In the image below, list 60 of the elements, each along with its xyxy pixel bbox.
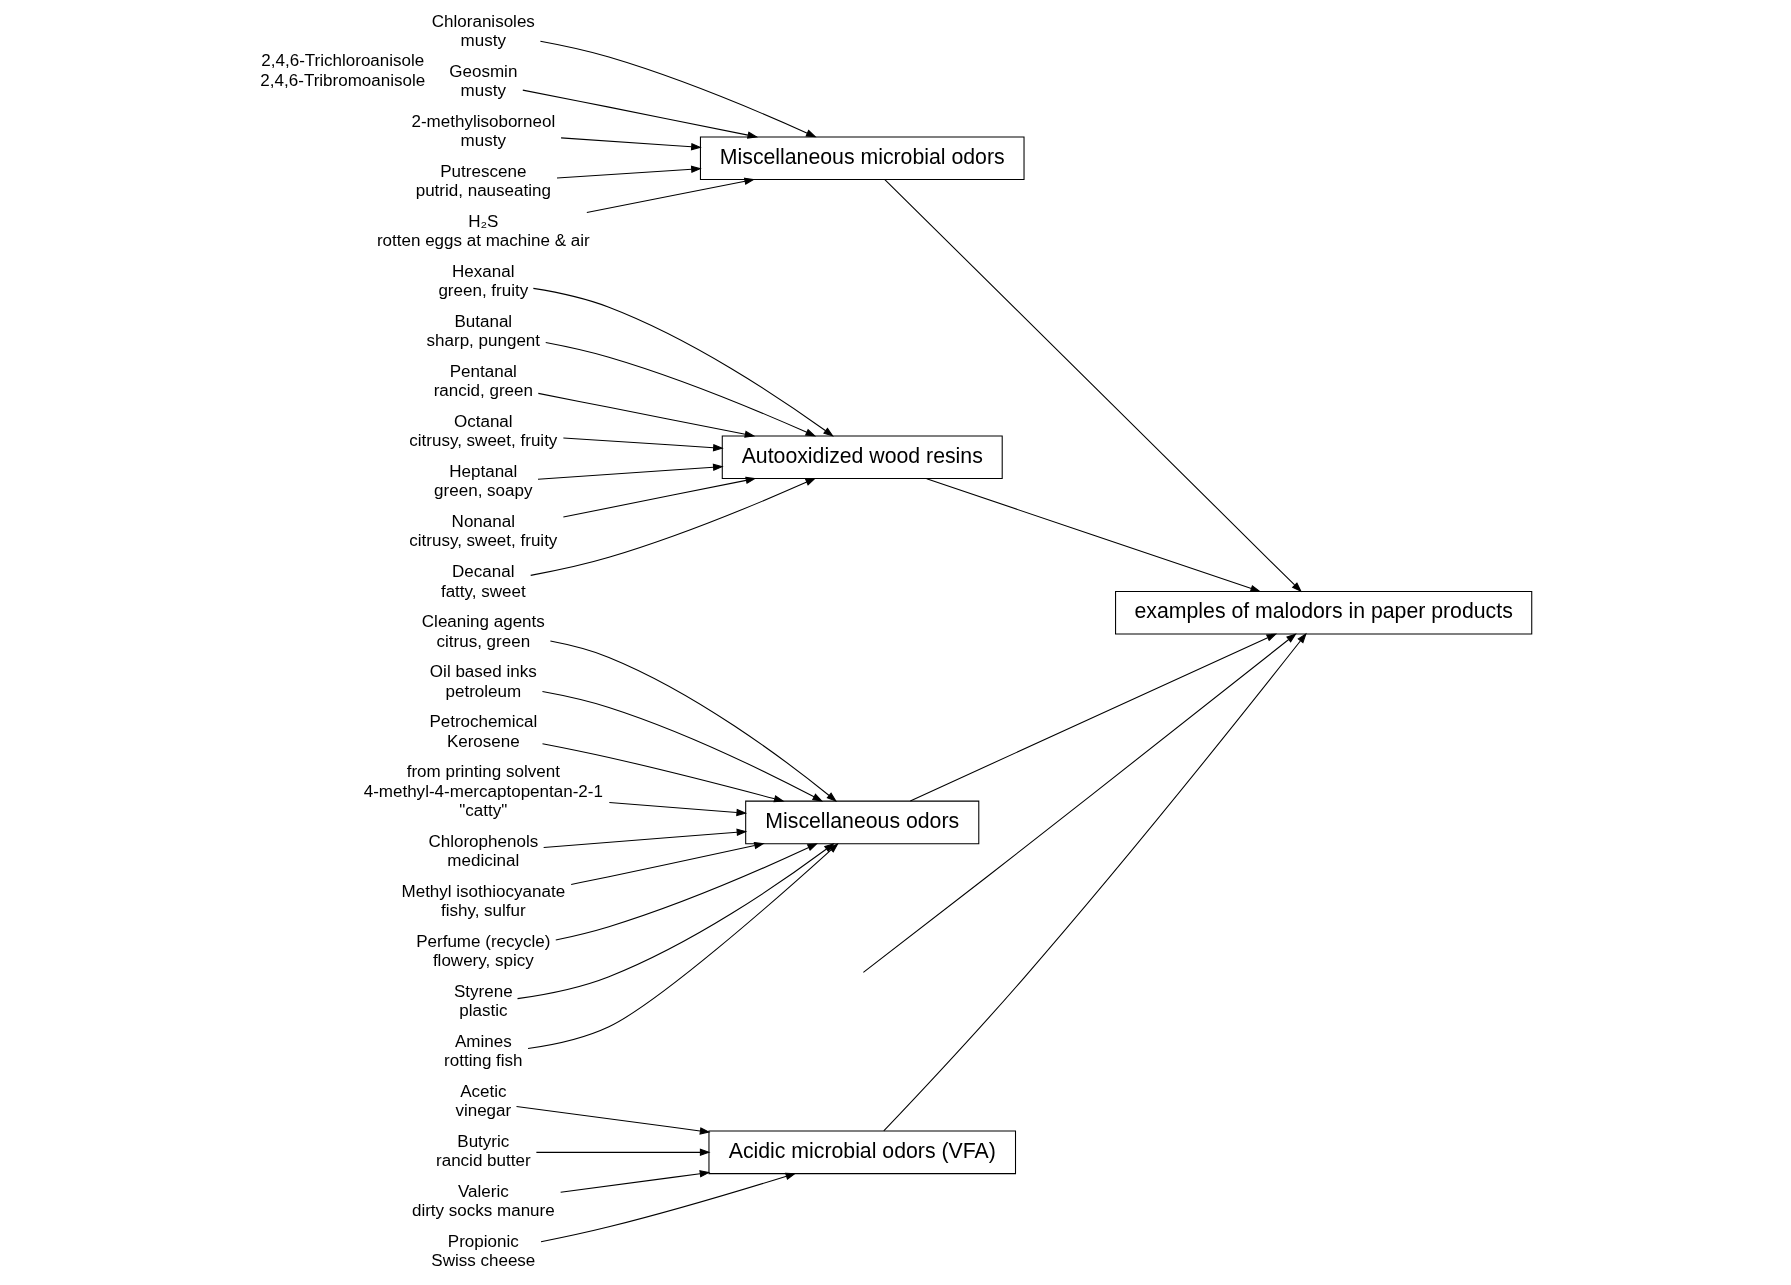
arrow	[543, 828, 748, 848]
arrow	[560, 1170, 711, 1193]
arrow	[883, 632, 1307, 1132]
arrow	[537, 463, 724, 480]
arrow	[862, 633, 1297, 973]
node-text: Valeric dirty socks manure	[411, 1181, 555, 1220]
node-text: Heptanal green, soapy	[434, 462, 533, 501]
arrow	[541, 690, 824, 802]
node-text: Nonanal citrusy, sweet, fruity	[409, 512, 558, 551]
node-text: Propionic Swiss cheese	[431, 1231, 536, 1271]
arrow	[522, 89, 759, 139]
node-text: Perfume (recycle) flowery, spicy	[416, 931, 551, 970]
arrow	[549, 640, 838, 802]
node-text: Methyl isothiocyanate fishy, sulfur	[401, 881, 566, 920]
node-text: Cleaning agents citrus, green	[421, 612, 545, 651]
arrow	[540, 1172, 797, 1243]
arrow	[562, 476, 757, 518]
node-box: Miscellaneous microbial odors	[699, 136, 1025, 180]
node-text: Pentanal rancid, green	[433, 362, 533, 401]
arrow	[539, 40, 817, 138]
node-text: 2-methylisoborneol musty	[411, 112, 556, 151]
node-text: Decanal fatty, sweet	[440, 562, 526, 601]
node-label: 2,4,6-Trichloroanisole	[261, 51, 425, 71]
arrow	[926, 478, 1261, 592]
arrow	[570, 841, 765, 886]
node-label: 2,4,6-Tribromoanisole	[260, 70, 426, 90]
node-text: Hexanal green, fruity	[438, 262, 529, 301]
arrow	[545, 342, 817, 437]
node-box: Acidic microbial odors (VFA)	[708, 1130, 1017, 1175]
arrow	[884, 179, 1302, 593]
node-text: from printing solvent 4-methyl-4-mercaptopentan-2-1 "catty"	[363, 762, 603, 820]
node-text: Butyric rancid butter	[436, 1131, 531, 1170]
node-text: Geosmin musty	[449, 62, 518, 101]
node-text: Butanal sharp, pungent	[426, 312, 541, 351]
arrow	[532, 287, 834, 437]
arrow	[555, 843, 818, 941]
arrow	[541, 743, 785, 803]
arrow	[586, 177, 756, 213]
arrow	[515, 1106, 711, 1135]
node-text: H₂S rotten eggs at machine & air	[376, 212, 590, 251]
arrow	[537, 392, 756, 438]
node-text: Styrene plastic	[453, 981, 513, 1020]
node-box: examples of malodors in paper products	[1115, 590, 1533, 635]
node-box: Autooxidized wood resins	[721, 435, 1003, 480]
node-box: Miscellaneous odors	[745, 800, 980, 845]
arrow	[909, 633, 1278, 802]
arrow	[608, 801, 748, 817]
node-text: Putrescene putrid, nauseating	[415, 162, 551, 201]
node-text: Chloranisoles musty	[431, 12, 535, 51]
node-text: Octanal citrusy, sweet, fruity	[409, 412, 558, 451]
node-text: Chlorophenols medicinal	[428, 831, 539, 870]
node-text: Petrochemical Kerosene	[429, 712, 538, 751]
arrow	[560, 137, 702, 151]
node-text: Amines rotting fish	[444, 1031, 523, 1070]
node-text: Acetic vinegar	[455, 1081, 512, 1120]
arrow	[556, 165, 702, 179]
node-text: Oil based inks petroleum	[429, 662, 537, 701]
arrow	[562, 437, 724, 452]
arrow	[535, 1148, 711, 1157]
arrow	[530, 478, 817, 576]
